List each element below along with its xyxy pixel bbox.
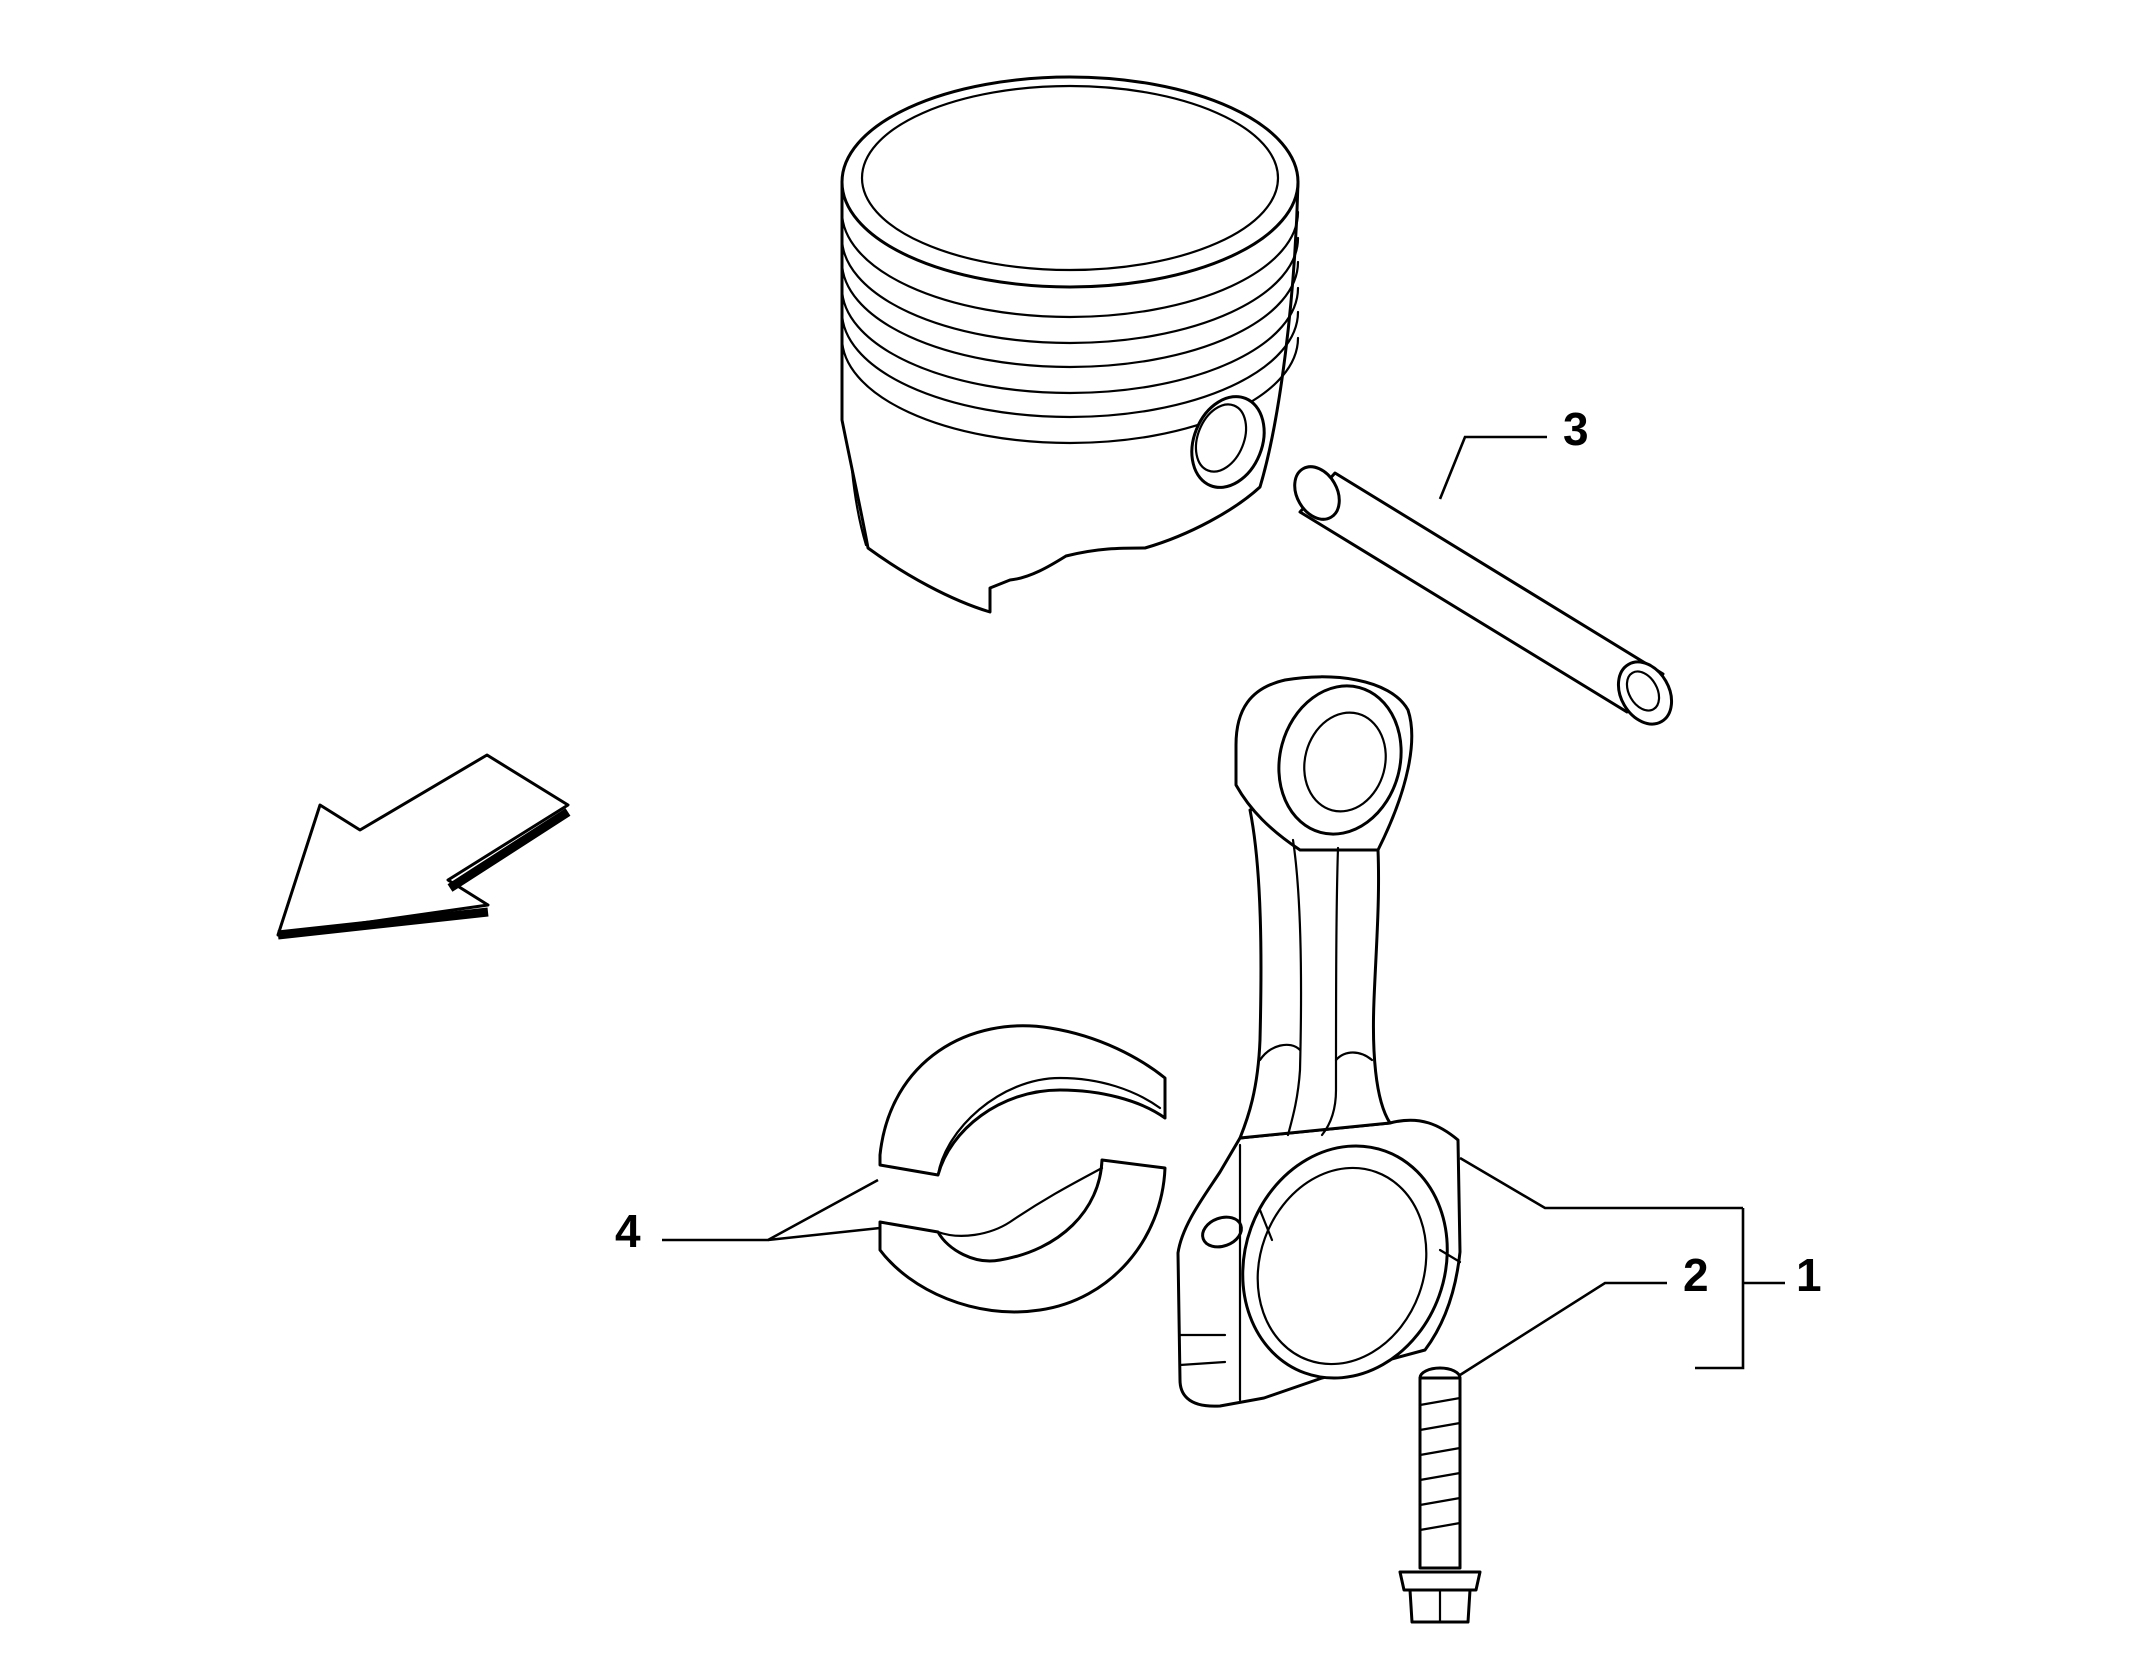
connecting-rod (1176, 675, 1462, 1408)
leader-line-2 (1459, 1281, 1667, 1377)
callout-1: 1 (1796, 1249, 1822, 1301)
rod-bolt (1398, 1366, 1482, 1624)
leader-line-1-rod (1459, 1156, 1743, 1210)
callout-4: 4 (615, 1205, 641, 1257)
arrow-down-left-icon (276, 753, 571, 940)
piston (840, 75, 1300, 614)
piston-pin (1293, 465, 1674, 726)
leader-line-3 (1438, 435, 1547, 500)
leader-line-4b (767, 1226, 881, 1242)
callout-2: 2 (1683, 1249, 1709, 1301)
leader-bracket-1 (1695, 1208, 1745, 1370)
bearing-shells (878, 1024, 1167, 1314)
callout-3: 3 (1563, 403, 1589, 455)
